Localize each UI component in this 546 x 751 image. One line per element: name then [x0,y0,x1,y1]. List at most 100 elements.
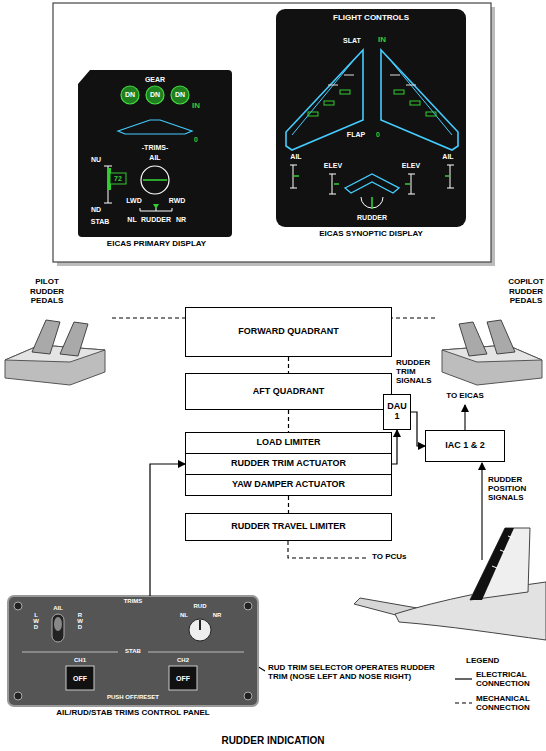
synoptic-display [410,101,420,105]
process-box: FORWARD QUADRANT [185,307,392,357]
synoptic-display [324,101,334,105]
part-label: RUD [194,603,207,610]
part-label: IN [378,36,386,45]
trims-control-panel [169,666,197,690]
display-unit: EICAS SYNOPTIC DISPLAY [276,9,466,227]
part-label: RUD TRIM SELECTOR OPERATES RUDDER TRIM (… [268,664,438,682]
part-label: NL [127,216,136,224]
part-label: IN [192,102,200,111]
signal-wire [481,463,482,560]
box-label: DAU 1 [386,402,408,422]
box-label: IAC 1 & 2 [445,441,485,451]
trims-control-panel [8,596,258,706]
part-label: RUDDER TRIM SIGNALS [396,359,446,385]
part-label: AIL [53,605,63,612]
synoptic-display [390,75,400,76]
process-box: YAW DAMPER ACTUATOR [185,474,392,496]
part-label: ND [91,206,101,214]
synoptic-display [308,112,318,116]
part-label: FLIGHT CONTROLS [333,14,409,23]
synoptic-display [394,90,404,94]
copilot-rudder-pedals [487,320,515,354]
primary-display [110,173,126,184]
caption-label: EICAS PRIMARY DISPLAY [107,239,206,248]
synoptic-display [344,75,354,76]
connector [288,357,289,373]
synoptic-display [426,112,436,116]
copilot-rudder-pedals [442,320,542,385]
part-label: PUSH OFF/RESET [107,694,159,701]
part-label: 72 [114,175,122,183]
trims-control-panel [52,614,64,642]
primary-display [78,70,232,237]
trims-control-panel [54,617,62,631]
part-label: LWD [126,197,142,205]
synoptic-display [290,165,454,194]
trims-control-panel [66,666,94,690]
trims-control-panel [199,620,201,630]
process-box: LOAD LIMITER [185,432,392,454]
pilot-rudder-pedals [5,345,105,362]
trims-control-panel [244,602,252,610]
aircraft-tail [354,528,546,640]
pedal-unit: PILOT RUDDER PEDALS [2,308,112,388]
trims-control-panel [189,619,211,641]
part-label: LEGEND [466,657,499,666]
synoptic-display [340,90,350,94]
trims-control-panel [14,692,22,700]
connector [392,317,435,318]
signal-wire [464,405,465,430]
aircraft-tail [470,528,514,600]
legend-label: ELECTRICAL CONNECTION [476,671,542,689]
synoptic-display [371,197,373,209]
primary-display [153,204,159,209]
synoptic-display [406,85,416,86]
legend-sample [455,671,473,689]
part-label: CH2 [177,657,189,664]
part-label: OFF [176,675,190,683]
trims-control-panel [8,596,258,706]
synoptic-display [294,176,450,184]
part-label: AIL [442,153,453,161]
part-label: SLAT [343,37,361,45]
part-label: TRIMS [124,598,143,605]
pilot-rudder-pedals [5,320,105,385]
process-box: AFT QUADRANT [185,373,392,410]
connector [112,317,185,318]
unit-box: DAU 1 [383,394,411,430]
primary-display [121,86,139,104]
part-label: RUDDER [357,214,387,222]
legend-line [455,678,472,679]
synoptic-display [328,75,416,85]
display-frame [53,3,495,266]
caption-label: COPILOT RUDDER PEDALS [496,277,546,305]
synoptic-display [361,197,383,208]
pilot-rudder-pedals [60,322,88,356]
part-label: AIL [149,154,160,162]
synoptic-display [276,9,466,227]
connector [150,464,185,596]
primary-display [78,70,232,237]
caption-label: AIL/RUD/STAB TRIMS CONTROL PANEL [56,708,209,717]
primary-display [171,86,189,104]
pedal-unit: COPILOT RUDDER PEDALS [435,308,545,388]
connector [411,412,425,446]
connector [392,430,397,464]
part-label: NL [180,612,188,619]
box-label: YAW DAMPER ACTUATOR [232,480,345,490]
part-label: -TRIMS- [142,144,168,152]
primary-display [118,120,192,134]
unit-box: IAC 1 & 2 [425,430,505,462]
pilot-rudder-pedals [32,320,60,354]
part-label: 0 [376,131,380,139]
part-label: NR [176,216,186,224]
box-label: LOAD LIMITER [257,438,321,448]
part-label: 0 [194,136,198,144]
aircraft-tail [470,528,530,600]
part-label: RUDDER POSITION SIGNALS [488,476,544,502]
synoptic-display [276,9,466,227]
box-label: RUDDER TRIM ACTUATOR [231,459,346,469]
trims-control-panel [244,692,252,700]
box-label: AFT QUADRANT [253,387,325,397]
